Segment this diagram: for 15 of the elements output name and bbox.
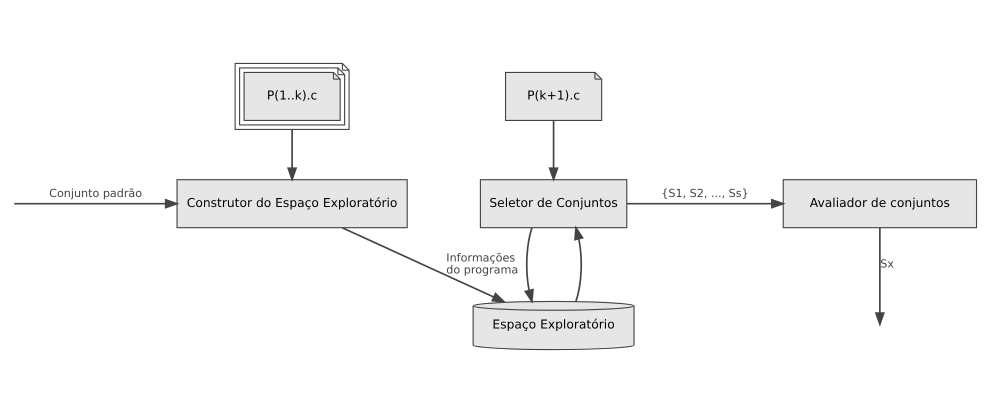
edge-label: Informações do programa <box>446 250 518 276</box>
node-box: Seletor de Conjuntos <box>480 178 628 228</box>
edge-label: Conjunto padrão <box>49 186 142 200</box>
arrow <box>574 224 584 302</box>
edge-label: {S1, S2, ..., Ss} <box>661 186 749 200</box>
arrow <box>874 227 885 326</box>
arrow <box>342 226 506 302</box>
edge-label: Sx <box>880 256 894 270</box>
arrow <box>287 129 298 182</box>
arrow <box>524 227 534 304</box>
arrow <box>626 198 786 208</box>
node-box: Avaliador de conjuntos <box>782 178 978 228</box>
arrow <box>548 120 559 182</box>
arrow <box>14 198 180 208</box>
node-box: Construtor do Espaço Exploratório <box>176 178 408 228</box>
